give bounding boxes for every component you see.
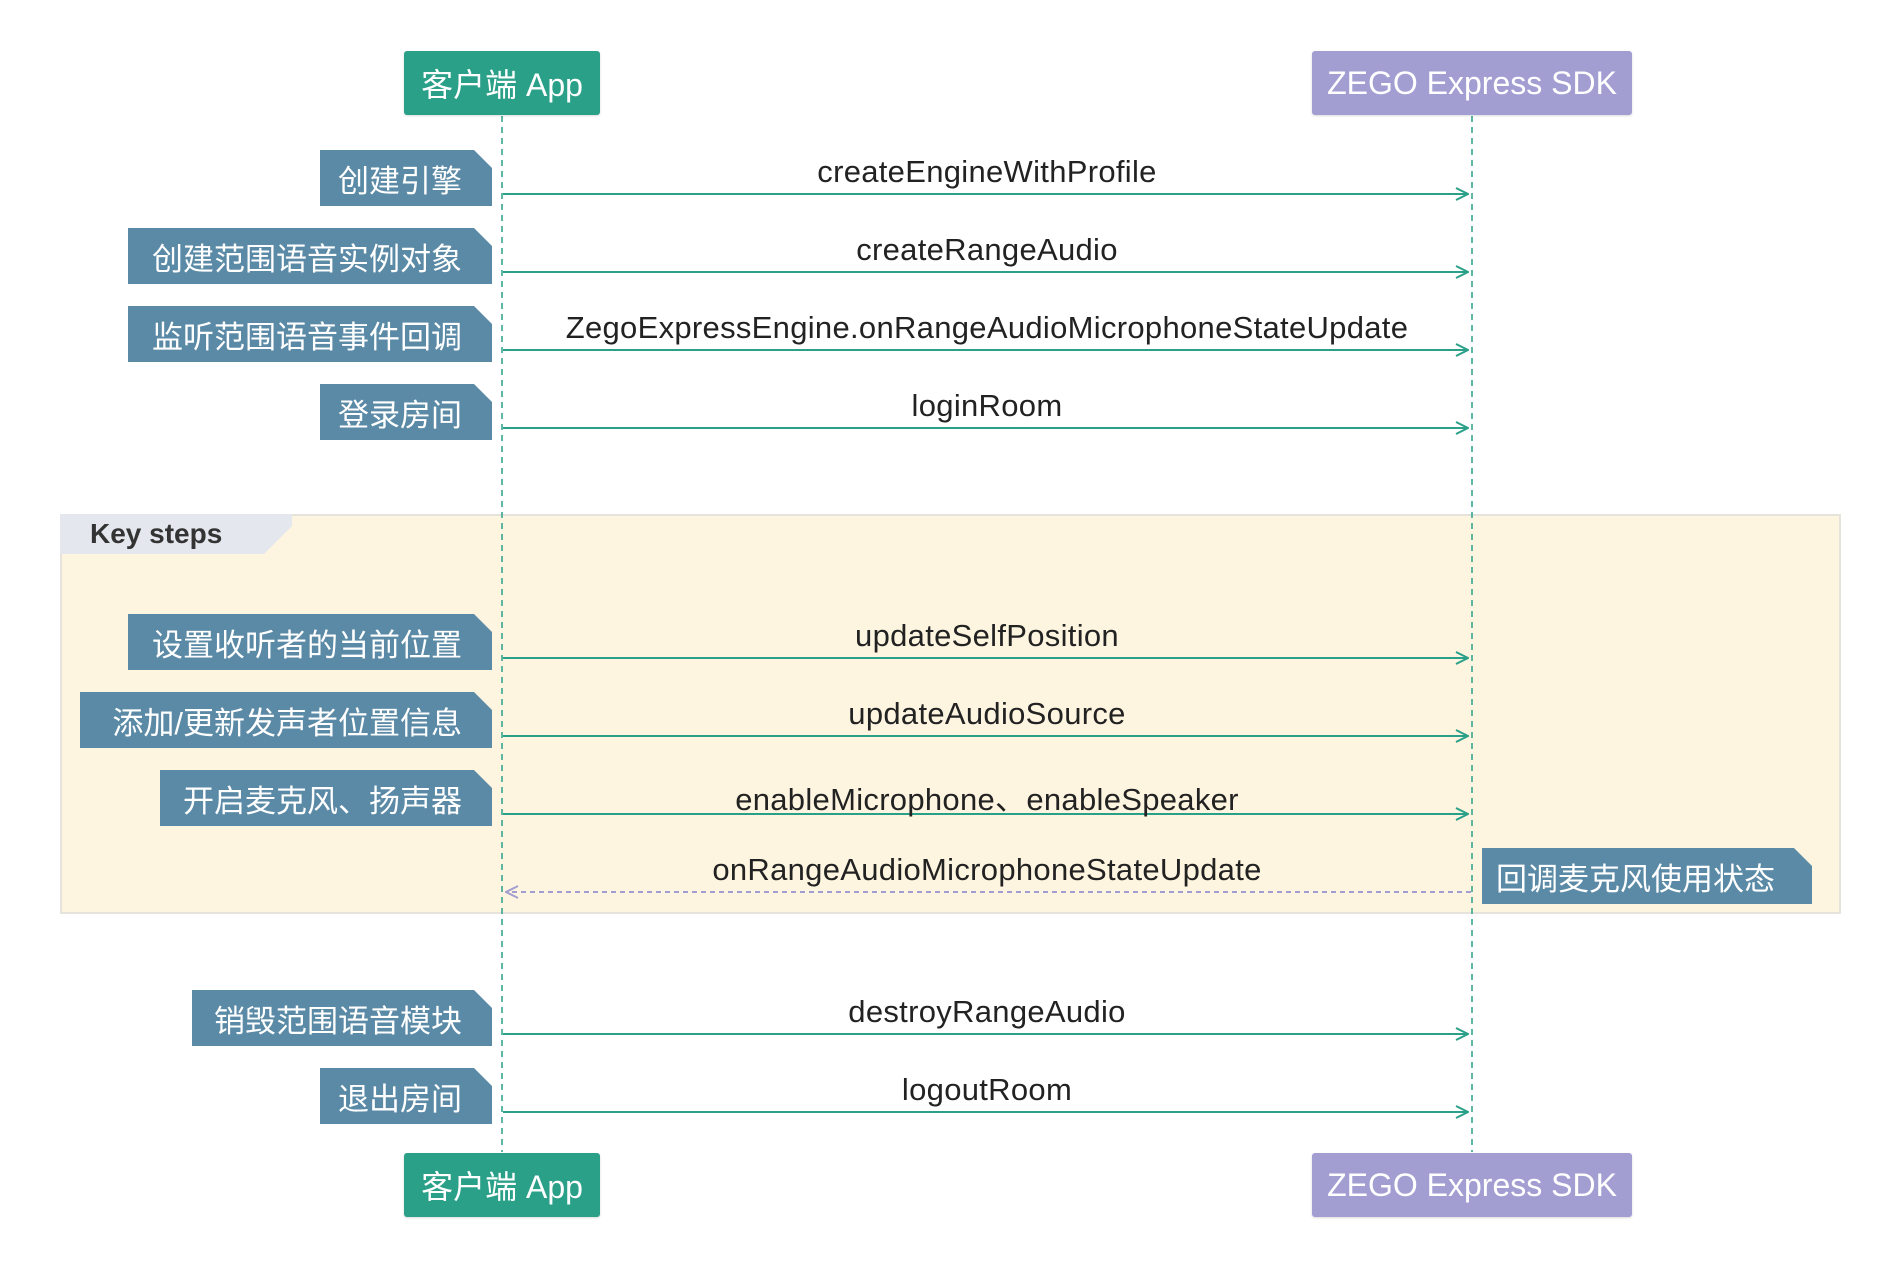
note-login-room: 登录房间: [320, 384, 492, 440]
message-update-audio-source: updateAudioSource: [848, 696, 1126, 731]
message-create-engine: createEngineWithProfile: [817, 154, 1157, 189]
message-enable-mic-speaker: enableMicrophone、enableSpeaker: [735, 782, 1239, 817]
note-destroy-range-audio: 销毁范围语音模块: [192, 990, 492, 1046]
message-create-range-audio: createRangeAudio: [856, 232, 1118, 267]
key-steps-label: Key steps: [60, 514, 292, 554]
note-mic-state-callback: 回调麦克风使用状态: [1482, 848, 1812, 904]
message-update-self-position: updateSelfPosition: [855, 618, 1119, 653]
note-create-engine: 创建引擎: [320, 150, 492, 206]
note-update-audio-source: 添加/更新发声者位置信息: [80, 692, 492, 748]
app-participant-top: 客户端 App: [404, 51, 600, 115]
note-logout-room: 退出房间: [320, 1068, 492, 1124]
message-logout-room: logoutRoom: [901, 1072, 1073, 1107]
note-event-callback: 监听范围语音事件回调: [128, 306, 492, 362]
message-destroy-range-audio: destroyRangeAudio: [848, 994, 1126, 1029]
message-mic-state-callback: onRangeAudioMicrophoneStateUpdate: [712, 852, 1262, 887]
message-event-callback: ZegoExpressEngine.onRangeAudioMicrophone…: [565, 310, 1409, 345]
note-enable-mic-speaker: 开启麦克风、扬声器: [160, 770, 492, 826]
sdk-participant-top: ZEGO Express SDK: [1312, 51, 1632, 115]
sdk-participant-bottom: ZEGO Express SDK: [1312, 1153, 1632, 1217]
app-participant-bottom: 客户端 App: [404, 1153, 600, 1217]
note-update-self-position: 设置收听者的当前位置: [128, 614, 492, 670]
message-login-room: loginRoom: [911, 388, 1063, 423]
note-create-range-audio: 创建范围语音实例对象: [128, 228, 492, 284]
